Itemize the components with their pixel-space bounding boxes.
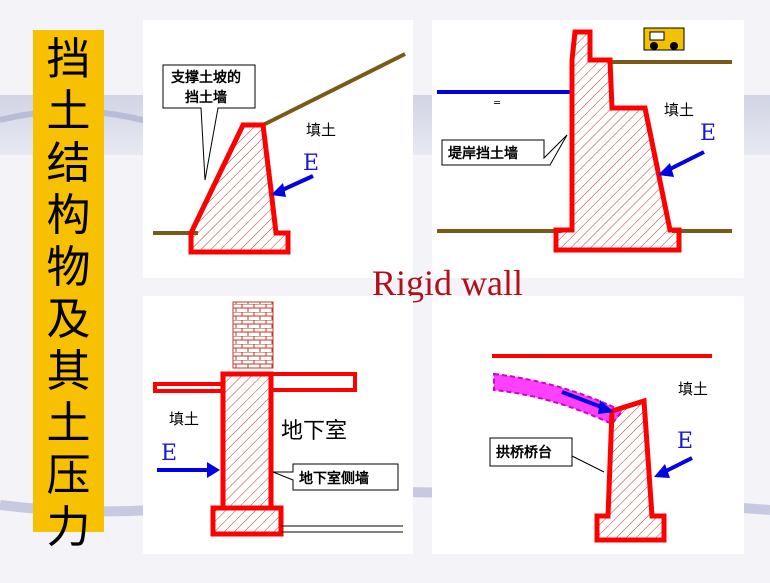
callout-line-1: 支撑土坡的 [170,69,241,86]
retaining-wall [188,122,291,255]
basement-side-wall [220,371,274,511]
callout-box: 堤岸挡土墙 [441,134,568,166]
fill-soil-label: 填土 [678,380,708,398]
force-arrow [157,462,220,478]
title-char: 构 [46,190,91,241]
earth-pressure-label: E [161,441,177,466]
force-arrow [654,456,693,478]
title-char: 结 [46,138,91,189]
brick-wall-above [232,301,274,369]
callout-box: 拱桥桥台 [489,437,605,473]
callout-box: 地下室侧墙 [272,463,399,491]
panel-basement-wall: 填土 E 地下室 地下室侧墙 [143,296,413,554]
basement-label: 地下室 [281,419,347,444]
earth-pressure-label: E [677,429,693,454]
title-char: 土 [46,398,91,449]
ground-slab-left [153,382,225,393]
embankment-wall [553,29,682,253]
title-char: 挡 [46,34,91,85]
water-level-icon: ═ [493,98,501,109]
panel-slope-retaining-wall: 支撑土坡的 挡土墙 填土 E [143,20,413,278]
callout-line-2: 挡土墙 [185,89,227,106]
earth-pressure-label: E [303,151,319,176]
thrust-arrow [561,390,614,414]
wall-footing [210,505,284,537]
callout-label: 拱桥桥台 [496,444,552,461]
panel-arch-bridge-abutment: 填土 E 拱桥桥台 [432,296,744,554]
force-arrow [658,150,705,177]
title-char: 土 [46,86,91,137]
arch-rib [493,372,624,426]
slope-line [262,52,406,127]
embankment-wall-diagram: ═ 堤岸挡土墙 填土 E [437,27,732,253]
fill-soil-label: 填土 [664,101,694,119]
title-char: 其 [46,346,91,397]
title-char: 压 [46,450,91,501]
force-arrow [271,174,314,197]
floor-slab [269,372,357,392]
earth-pressure-label: E [700,121,716,146]
abutment [594,397,667,543]
compactor-icon [643,27,685,51]
fill-soil-label: 填土 [306,121,336,139]
title-char: 力 [46,502,91,553]
title-char: 及 [46,294,91,345]
callout-label: 堤岸挡土墙 [448,145,518,162]
slope-wall-diagram: 支撑土坡的 挡土墙 填土 E [153,52,406,255]
title-char: 物 [46,242,91,293]
panel-embankment-retaining-wall: ═ 堤岸挡土墙 填土 E [432,20,744,278]
bridge-abutment-diagram: 填土 E 拱桥桥台 [489,354,712,543]
basement-wall-diagram: 填土 E 地下室 地下室侧墙 [153,301,403,537]
callout-box: 支撑土坡的 挡土墙 [162,64,256,181]
fill-soil-label: 填土 [169,410,199,428]
callout-label: 地下室侧墙 [299,470,369,487]
vertical-title: 挡 土 结 构 物 及 其 土 压 力 [33,30,104,553]
